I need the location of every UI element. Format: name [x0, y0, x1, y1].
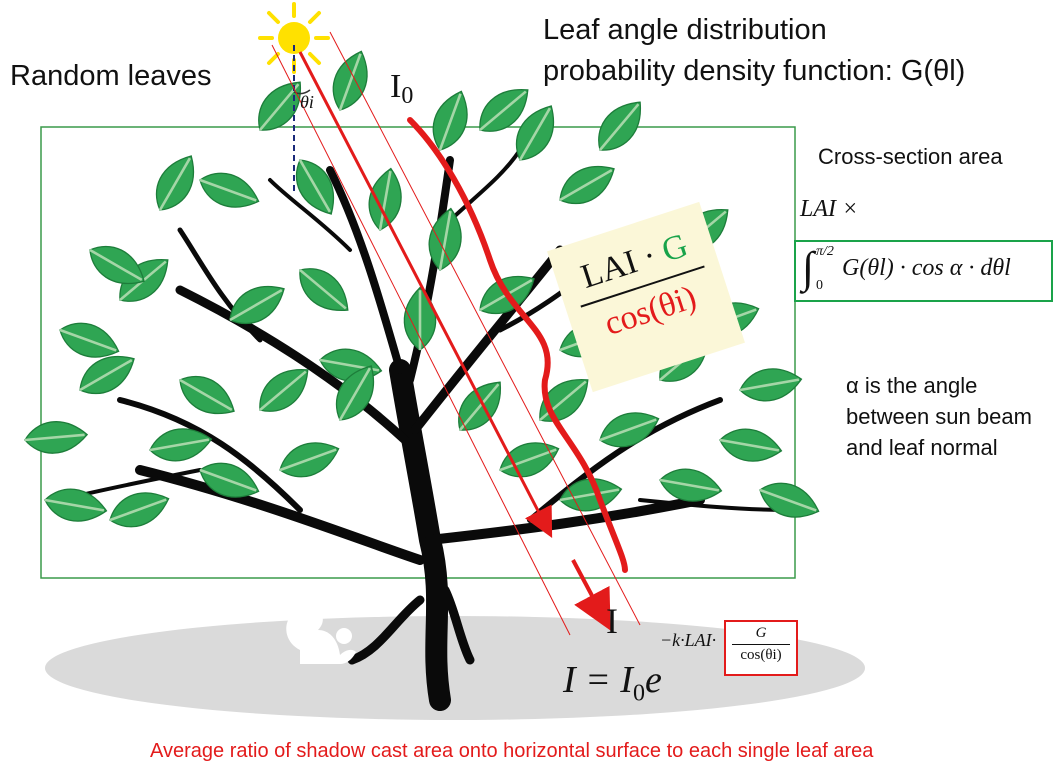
transmitted-radiation-label: I [606, 601, 618, 641]
extinction-path [407, 117, 628, 573]
incident-radiation-label: I0 [390, 68, 413, 110]
theta-label: θi [300, 92, 314, 112]
i0-symbol: I [390, 68, 402, 105]
eq-exponent: −k·LAI· [660, 630, 717, 650]
random-leaves-label: Random leaves [10, 60, 212, 92]
integral-box: ∫ π/2 0 G(θl) · cos α · dθl [794, 240, 1053, 302]
title-line-2: probability density function: G(θl) [543, 55, 966, 87]
integral-sign: ∫ [802, 243, 815, 292]
title-line-1: Leaf angle distribution [543, 14, 827, 46]
eq-subscript: 0 [632, 680, 645, 707]
red-box-denominator: cos(θi) [740, 647, 782, 663]
alpha-definition: α is the angle between sun beam and leaf… [846, 373, 1032, 460]
red-box-numerator: G [755, 625, 767, 641]
squirrel-icon [286, 607, 356, 664]
integral-lower-limit: 0 [816, 278, 823, 293]
sun-beam-arrow [298, 51, 553, 538]
beam-edge-right [329, 31, 641, 626]
theta-arc [293, 89, 311, 95]
integral-upper-limit: π/2 [816, 244, 834, 259]
i0-subscript: 0 [401, 83, 414, 109]
g-over-cos-box: G cos(θi) [724, 620, 798, 676]
footer-caption: Average ratio of shadow cast area onto h… [150, 740, 874, 762]
eq-lhs: I = I [563, 659, 633, 701]
lai-times-label: LAI × [800, 196, 859, 222]
sun-icon [258, 2, 330, 74]
integral-body: G(θl) · cos α · dθl [842, 255, 1011, 281]
cross-section-label: Cross-section area [818, 144, 1003, 169]
ground-shadow [45, 616, 865, 720]
beer-lambert-equation: I = I0e [563, 658, 662, 708]
formula-numerator-lai: LAI · [576, 234, 669, 296]
transmitted-beam-arrow [571, 559, 611, 631]
red-box-fraction-bar [732, 644, 790, 645]
eq-e: e [644, 659, 662, 701]
tree-illustration [58, 148, 792, 711]
beam-edge-left [271, 44, 571, 636]
